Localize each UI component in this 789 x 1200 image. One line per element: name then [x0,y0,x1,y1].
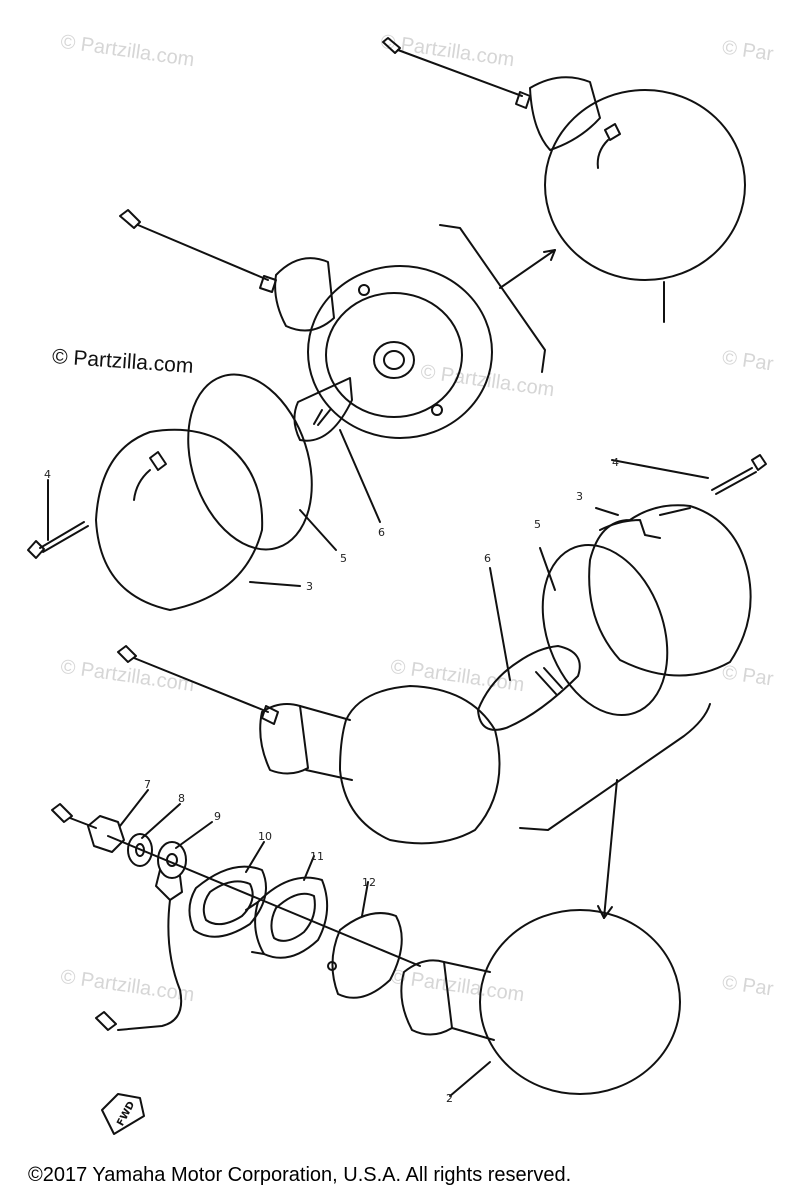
assembly-bracket-arrow-lower [519,703,711,919]
callout-10: 10 [258,830,272,843]
turn-signal-middle-exploded [477,454,767,731]
callout-4: 4 [44,468,51,481]
forward-arrow-icon [101,1093,145,1135]
callout-3: 3 [576,490,583,503]
assembly-bracket-arrow [439,224,556,373]
callout-11: 11 [310,850,324,863]
callout-4: 4 [612,456,619,469]
callout-9: 9 [214,810,221,823]
callout-6: 6 [484,552,491,565]
turn-signal-top-right [382,37,746,323]
callout-numbers: 2 3 3 4 4 5 5 6 6 7 8 9 10 11 12 [44,456,619,1105]
callout-3: 3 [306,580,313,593]
turn-signal-lower-housing [117,645,501,845]
callout-5: 5 [340,552,347,565]
callout-8: 8 [178,792,185,805]
callout-6: 6 [378,526,385,539]
callout-2: 2 [446,1092,453,1105]
fwd-label: FWD [115,1100,137,1128]
callout-7: 7 [144,778,151,791]
callout-12: 12 [362,876,376,889]
callout-5: 5 [534,518,541,531]
copyright-notice: ©2017 Yamaha Motor Corporation, U.S.A. A… [28,1164,572,1186]
turn-signal-bottom-assembly [51,789,681,1097]
turn-signal-upper-exploded [27,209,493,611]
